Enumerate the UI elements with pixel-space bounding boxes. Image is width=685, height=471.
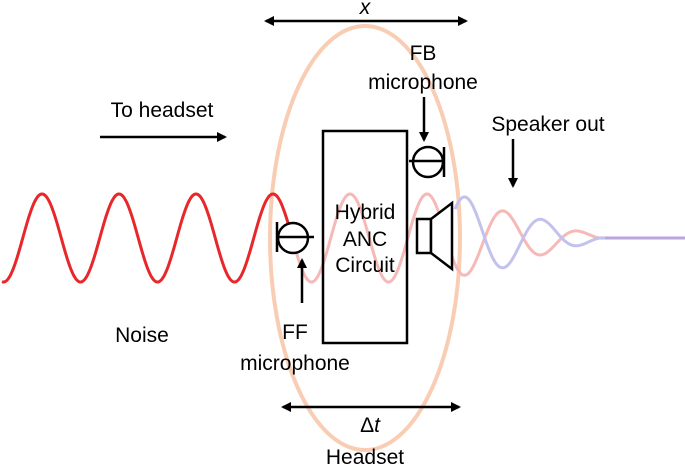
speaker-icon (415, 200, 454, 272)
delta-t-variable: t (374, 414, 381, 437)
noise-label: Noise (115, 324, 169, 347)
headset-ellipse (268, 24, 462, 452)
to-headset-label: To headset (111, 99, 214, 122)
ff-microphone-label-line1: FF (282, 321, 308, 344)
speaker-anti-noise-wave (453, 195, 606, 270)
fb-microphone-label-line1: FB (410, 42, 437, 65)
hybrid-anc-circuit-box (321, 129, 409, 345)
headset-label: Headset (326, 446, 404, 469)
circuit-label-line1: Hybrid (335, 201, 396, 224)
ff-microphone-icon (275, 221, 314, 255)
fb-microphone-label-line2: microphone (368, 71, 478, 94)
x-distance-label: x (359, 0, 372, 19)
fb-microphone-icon (409, 145, 446, 179)
noise-wave (1, 192, 294, 284)
circuit-label-line3: Circuit (335, 254, 395, 277)
speaker-out-label: Speaker out (491, 113, 604, 136)
delta-symbol: Δ (360, 414, 374, 437)
circuit-label-line2: ANC (343, 228, 387, 251)
ff-microphone-label-line2: microphone (240, 352, 350, 375)
delta-t-label: Δt (360, 414, 381, 437)
